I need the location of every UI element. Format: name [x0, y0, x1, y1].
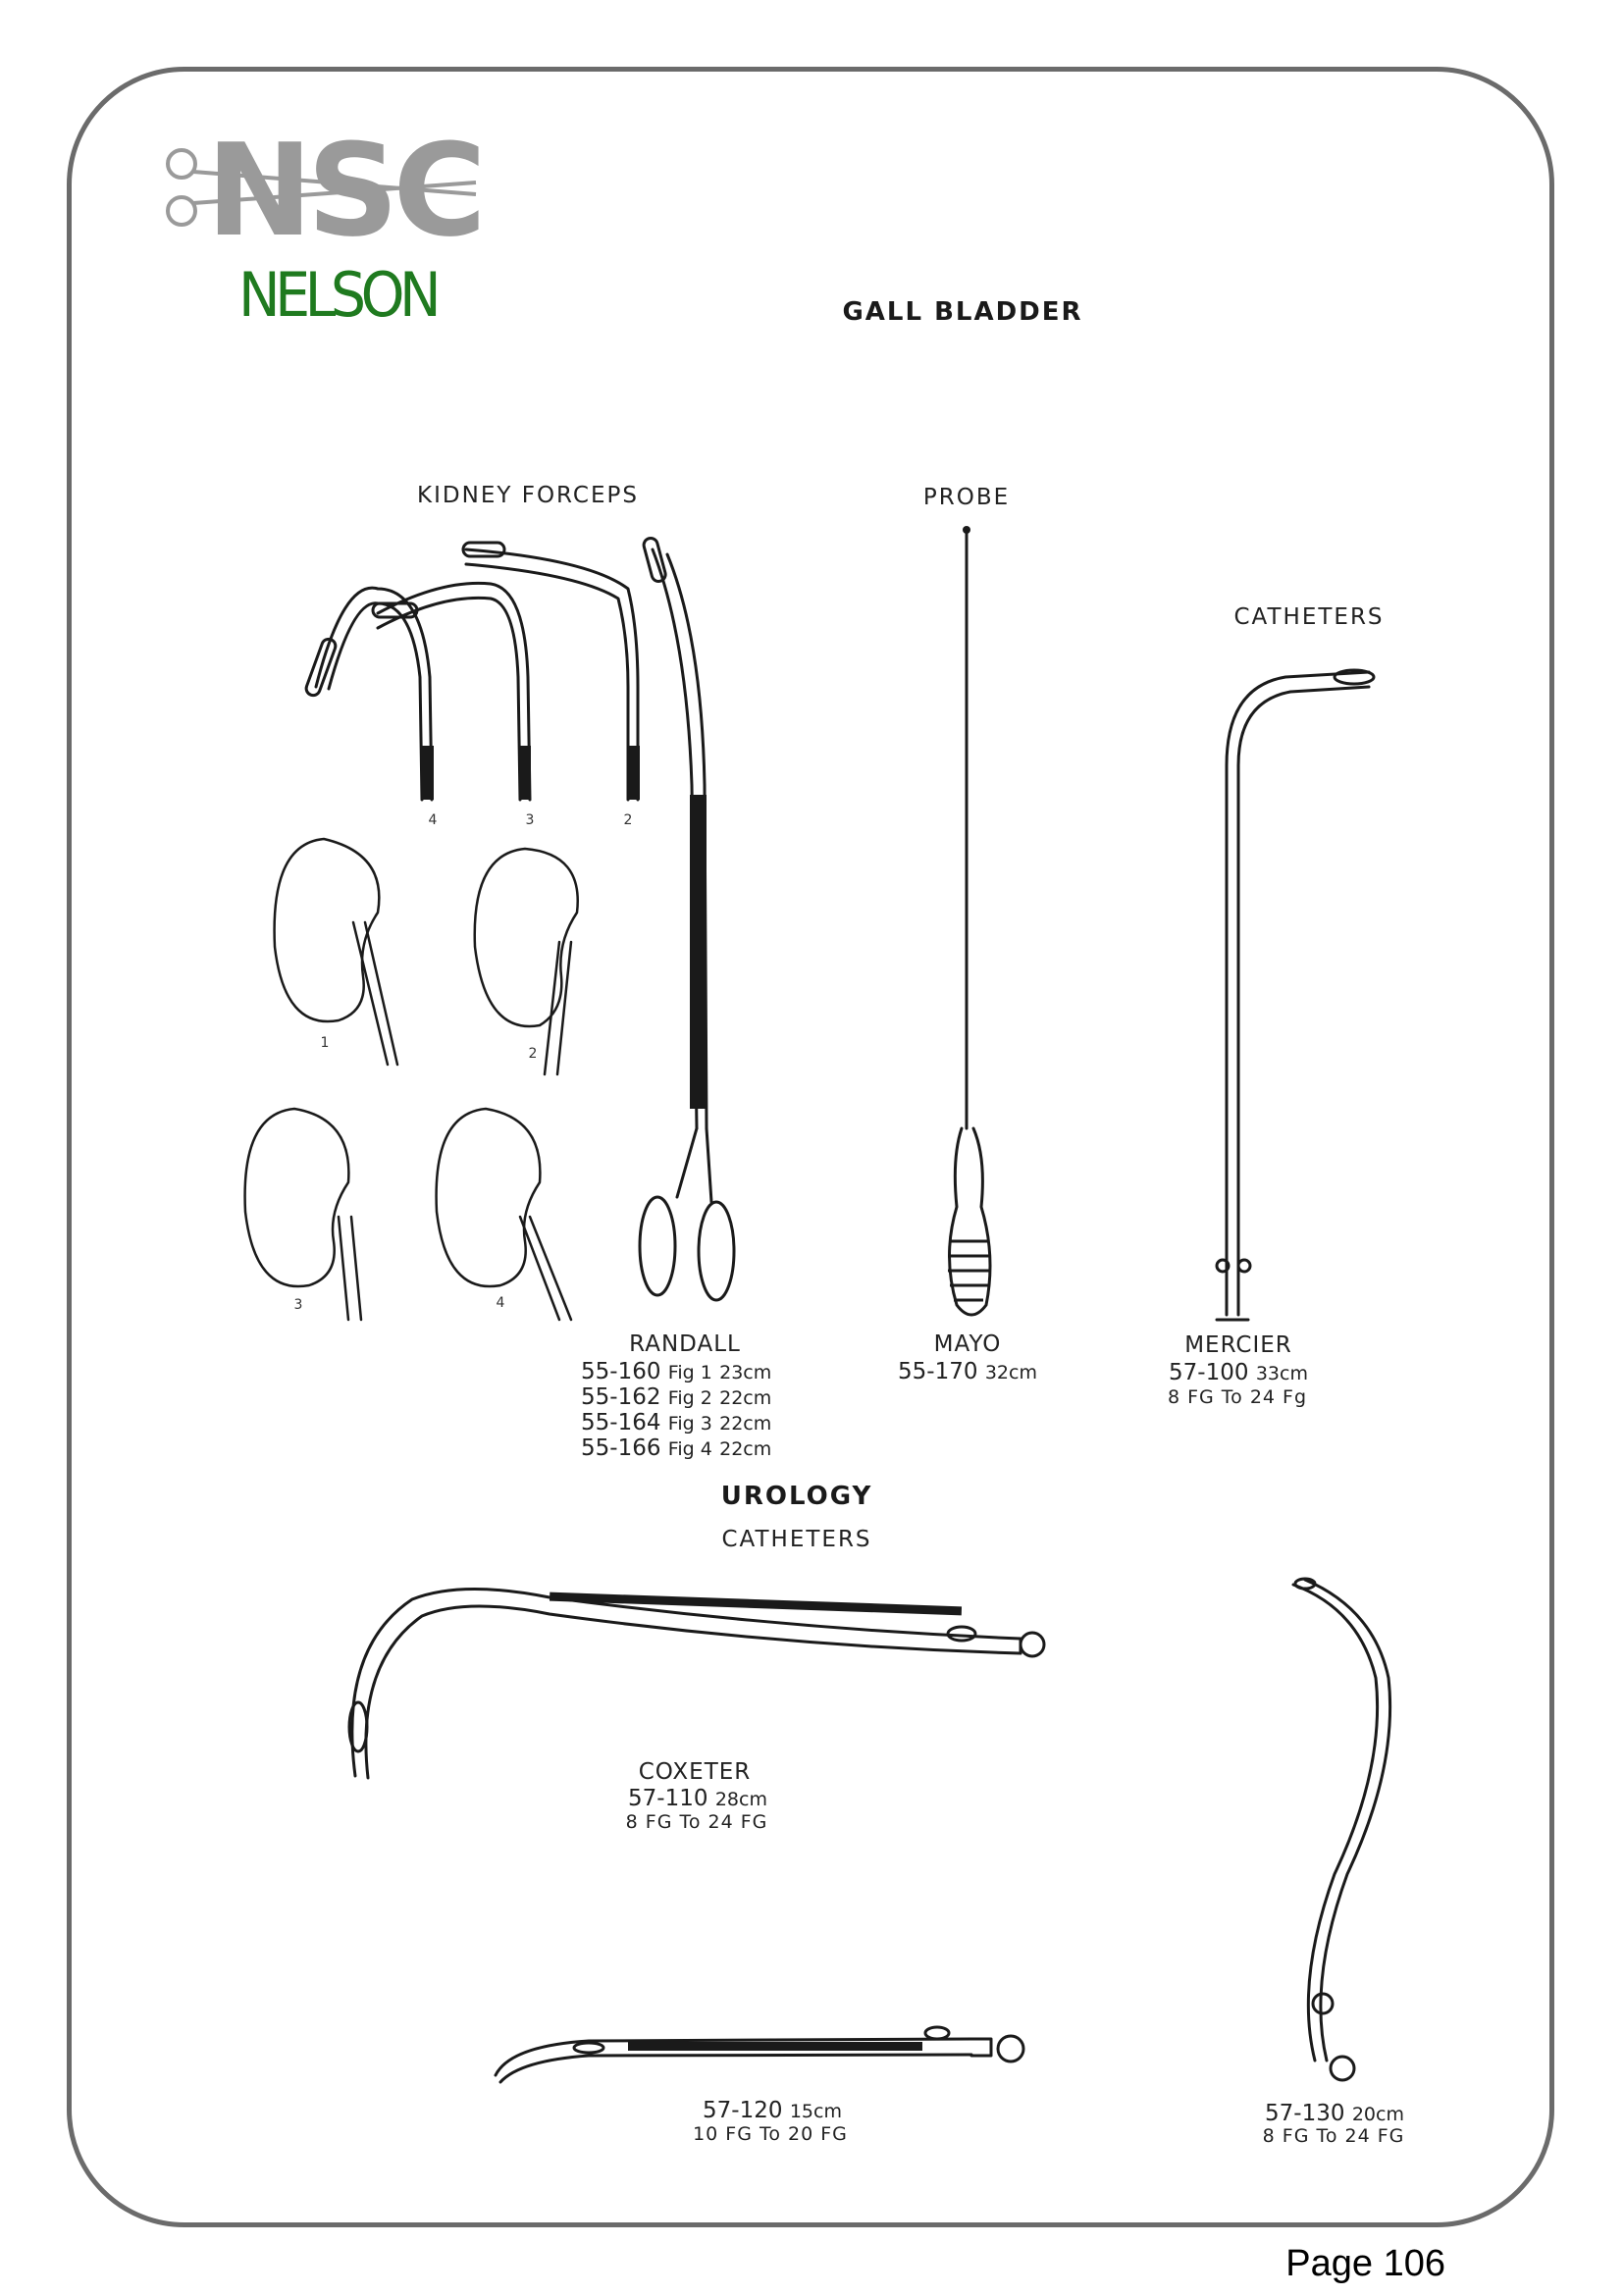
mercier-name: MERCIER	[1184, 1332, 1292, 1358]
mayo-name: MAYO	[933, 1331, 1002, 1357]
coxeter-range: 8 FG To 24 FG	[625, 1811, 768, 1833]
caption-kidney-forceps: KIDNEY FORCEPS	[417, 483, 639, 508]
forceps-fig-3: 3	[525, 812, 535, 828]
kidney-fig-1: 1	[320, 1035, 330, 1051]
kidney-fig-3: 3	[293, 1297, 303, 1313]
caption-urology-catheters: CATHETERS	[721, 1527, 872, 1552]
randall-row: 55-160 Fig 1 23cm	[581, 1359, 772, 1384]
randall-row: 55-166 Fig 4 22cm	[581, 1435, 772, 1461]
logo: NSC NELSON	[152, 116, 487, 334]
kidney-fig-2: 2	[528, 1046, 538, 1062]
section-title-gall-bladder: GALL BLADDER	[842, 297, 1083, 327]
coxeter-name: COXETER	[638, 1759, 752, 1785]
mercier-code: 57-100 33cm	[1169, 1360, 1308, 1385]
cat-120-code: 57-120 15cm	[703, 2098, 842, 2123]
cat-130-code: 57-130 20cm	[1265, 2101, 1404, 2126]
page-frame	[67, 67, 1554, 2227]
mercier-range: 8 FG To 24 Fg	[1167, 1386, 1308, 1408]
randall-row: 55-162 Fig 2 22cm	[581, 1384, 772, 1410]
mayo-code: 55-170 32cm	[898, 1359, 1037, 1384]
urology-catheters-illustration	[347, 1577, 1392, 2084]
randall-name: RANDALL	[629, 1331, 741, 1357]
kidney-fig-4: 4	[496, 1295, 505, 1311]
section-title-urology: UROLOGY	[720, 1482, 873, 1511]
caption-probe: PROBE	[922, 485, 1011, 510]
cat-130-range: 8 FG To 24 FG	[1262, 2125, 1405, 2147]
kidney-forceps-illustration	[243, 526, 1376, 1322]
cat-120-range: 10 FG To 20 FG	[693, 2123, 848, 2145]
page-number: Page 106	[1285, 2243, 1445, 2284]
logo-monogram: NSC	[206, 116, 487, 265]
forceps-fig-2: 2	[623, 812, 633, 828]
caption-catheters: CATHETERS	[1233, 604, 1385, 630]
forceps-fig-4: 4	[428, 812, 438, 828]
randall-row: 55-164 Fig 3 22cm	[581, 1410, 772, 1435]
scissors-icon	[166, 148, 477, 227]
coxeter-code: 57-110 28cm	[628, 1786, 767, 1811]
logo-name: NELSON	[238, 259, 442, 331]
